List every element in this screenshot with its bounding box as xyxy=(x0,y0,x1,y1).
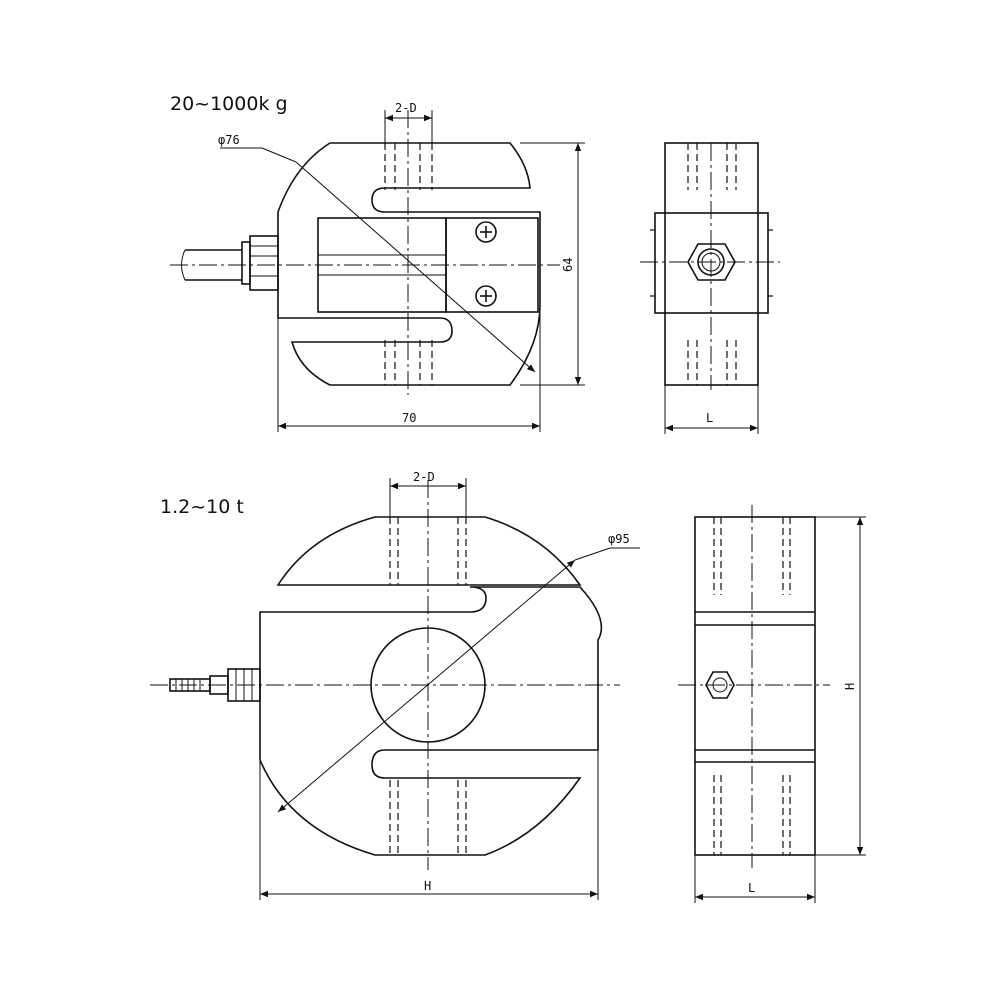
bottom-hole-label: 2-D xyxy=(413,470,435,484)
top-screw-upper xyxy=(475,221,497,243)
bottom-body-outline xyxy=(276,516,582,586)
top-height-label: 64 xyxy=(561,258,575,272)
top-width-label: 70 xyxy=(402,411,416,425)
bottom-diameter-label: φ95 xyxy=(608,532,630,546)
top-side-width-label: L xyxy=(706,411,713,425)
bottom-width-label: H xyxy=(424,879,431,893)
bottom-capacity-label: 1.2~10 t xyxy=(160,496,244,518)
top-side-view xyxy=(640,142,780,434)
top-body-outline xyxy=(277,142,541,386)
bottom-side-view xyxy=(678,505,866,903)
bottom-front-view xyxy=(150,478,640,900)
top-hole-label: 2-D xyxy=(395,101,417,115)
top-capacity-label: 20~1000k g xyxy=(170,93,288,115)
top-front-view xyxy=(170,110,585,432)
top-diameter-label: φ76 xyxy=(218,133,240,147)
top-cable-connector xyxy=(181,235,279,291)
bottom-cable-connector xyxy=(169,668,261,702)
bottom-side-height-label: H xyxy=(843,683,857,690)
bottom-side-width-label: L xyxy=(748,881,755,895)
top-screw-lower xyxy=(475,285,497,307)
